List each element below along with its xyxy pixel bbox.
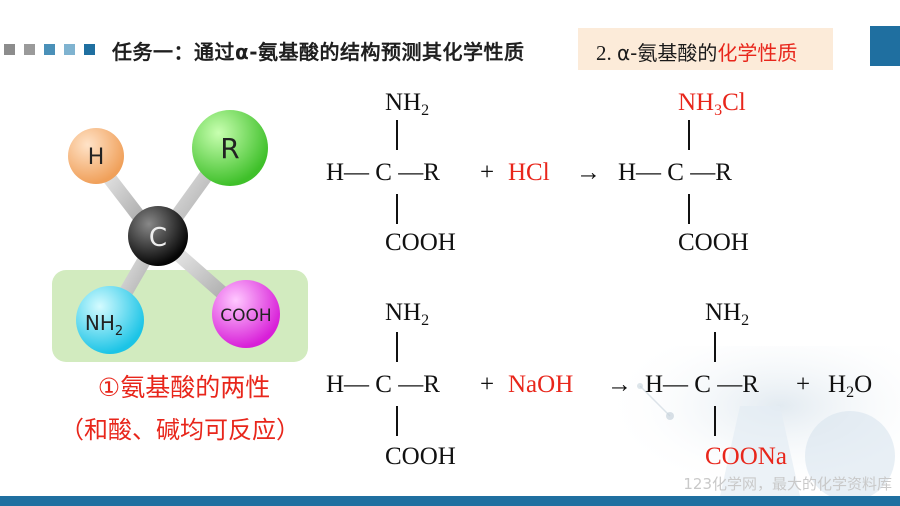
r1-arrow: → bbox=[576, 159, 601, 186]
corner-accent bbox=[870, 26, 900, 66]
r1-reagent-hcl: HCl bbox=[508, 159, 550, 186]
r1-bond-bottom bbox=[396, 194, 398, 224]
r2-product-water: H2O bbox=[828, 371, 873, 401]
page-title: 任务一：通过α-氨基酸的结构预测其化学性质 bbox=[112, 40, 525, 64]
r2-product-coona: COONa bbox=[705, 443, 787, 470]
subtitle-box: 2. α-氨基酸的化学性质 bbox=[578, 28, 833, 70]
r2-product-bond-top bbox=[714, 332, 716, 362]
r1-product-chain: H— C —R bbox=[618, 159, 732, 186]
atom-c-label: C bbox=[149, 223, 167, 253]
r1-reactant-cooh: COOH bbox=[385, 229, 456, 256]
r2-product-chain: H— C —R bbox=[645, 371, 759, 398]
atom-nh2-label: NH2 bbox=[85, 311, 123, 339]
amphoteric-note: （和酸、碱均可反应） bbox=[60, 416, 300, 444]
r2-reactant-chain: H— C —R bbox=[326, 371, 440, 398]
r1-reactant-chain: H— C —R bbox=[326, 159, 440, 186]
atom-h-label: H bbox=[88, 145, 105, 170]
r2-reagent-naoh: NaOH bbox=[508, 371, 574, 398]
r1-product-bond-top bbox=[688, 120, 690, 150]
atom-cooh-label: COOH bbox=[220, 306, 271, 326]
footer-bar bbox=[0, 496, 900, 506]
r2-arrow: → bbox=[607, 371, 632, 398]
site-watermark: 123化学网，最大的化学资料库 bbox=[683, 475, 892, 493]
r2-bond-bottom bbox=[396, 406, 398, 436]
r2-plus-water: + bbox=[796, 371, 811, 398]
r1-product-cooh: COOH bbox=[678, 229, 749, 256]
r1-product-nh3cl: NH3Cl bbox=[678, 89, 746, 119]
atom-r-label: R bbox=[220, 132, 239, 165]
r2-product-nh2: NH2 bbox=[705, 299, 750, 329]
subtitle: 2. α-氨基酸的化学性质 bbox=[596, 41, 798, 65]
r1-plus: + bbox=[480, 159, 495, 186]
r2-bond-top bbox=[396, 332, 398, 362]
r2-plus: + bbox=[480, 371, 495, 398]
r2-product-bond-bottom bbox=[714, 406, 716, 436]
r2-reactant-nh2: NH2 bbox=[385, 299, 430, 329]
r1-bond-top bbox=[396, 120, 398, 150]
header-decoration bbox=[0, 40, 900, 60]
r1-product-bond-bottom bbox=[688, 194, 690, 224]
r2-reactant-cooh: COOH bbox=[385, 443, 456, 470]
amino-acid-molecule-model: H R C NH2 COOH bbox=[52, 110, 308, 362]
lab-decoration-graphic bbox=[600, 346, 900, 496]
r1-reactant-nh2: NH2 bbox=[385, 89, 430, 119]
amphoteric-caption: ①氨基酸的两性 bbox=[97, 373, 271, 402]
